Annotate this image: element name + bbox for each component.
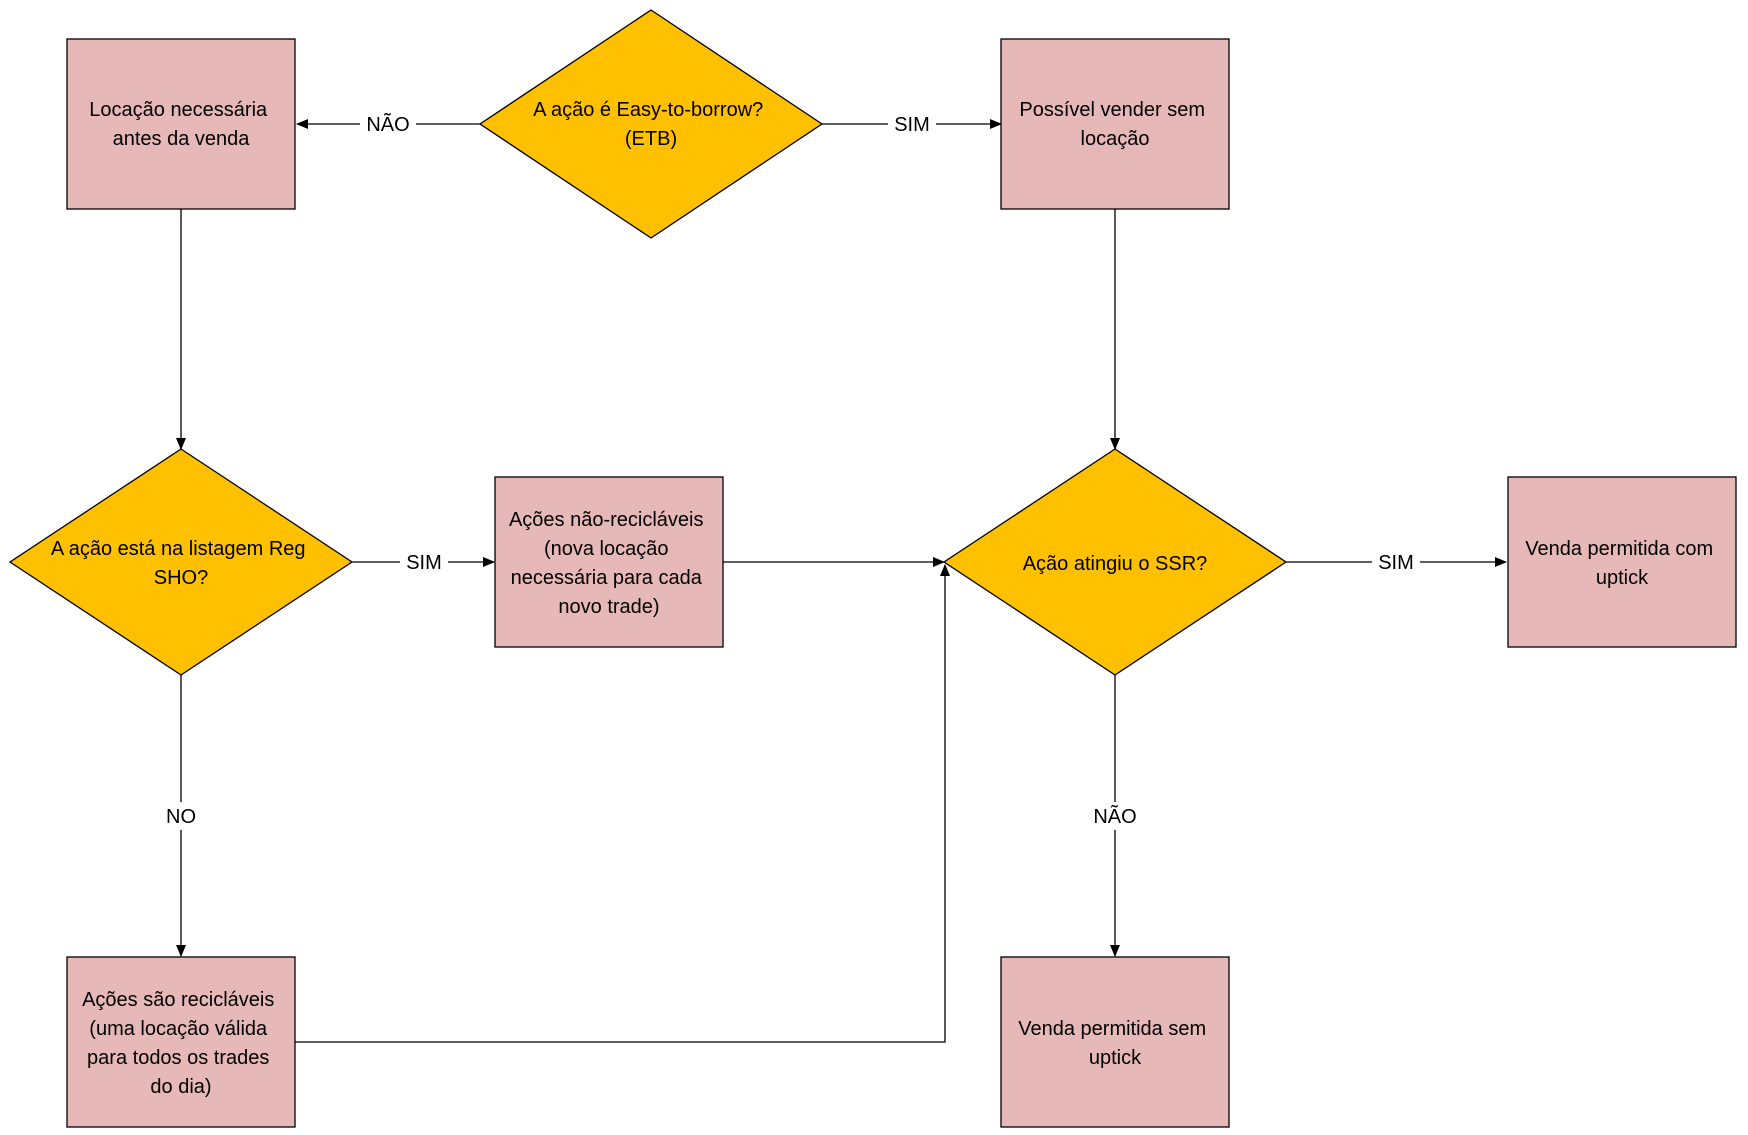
decision-ssr-text: Ação atingiu o SSR?: [1023, 553, 1208, 575]
process-locate-required-text: Locação necessária antes da venda: [89, 99, 272, 150]
process-sale-with-uptick-text: Venda permitida com uptick: [1525, 538, 1718, 589]
connectors: [176, 119, 1507, 1043]
decision-ssr: Ação atingiu o SSR?: [942, 448, 1288, 676]
process-recyclable-text: Ações são recicláveis (uma locação válid…: [82, 989, 280, 1098]
decision-regsho-text: A ação está na listagem Reg SHO?: [51, 538, 311, 589]
decision-etb: A ação é Easy-to-borrow? (ETB): [478, 9, 824, 239]
process-sale-without-uptick-text: Venda permitida sem uptick: [1018, 1018, 1211, 1069]
edge-labels: NÃO SIM SIM NO SIM NÃO: [160, 110, 1420, 830]
decision-etb-text: A ação é Easy-to-borrow? (ETB): [533, 99, 769, 150]
process-sell-without-locate-text: Possível vender sem locação: [1019, 99, 1210, 150]
label-regsho-no: NO: [166, 806, 196, 828]
process-sell-without-locate: Possível vender sem locação: [1000, 38, 1230, 210]
label-regsho-yes: SIM: [406, 552, 442, 574]
decision-regsho: A ação está na listagem Reg SHO?: [8, 448, 354, 676]
label-ssr-no: NÃO: [1093, 804, 1136, 828]
edge-recyclable-to-ssr: [295, 564, 950, 1043]
label-etb-no: NÃO: [366, 112, 409, 136]
process-sale-with-uptick: Venda permitida com uptick: [1507, 476, 1737, 648]
label-ssr-yes: SIM: [1378, 552, 1414, 574]
process-non-recyclable: Ações não-recicláveis (nova locação nece…: [494, 476, 724, 648]
process-recyclable: Ações são recicláveis (uma locação válid…: [66, 956, 296, 1128]
process-non-recyclable-text: Ações não-recicláveis (nova locação nece…: [509, 509, 709, 618]
nodes: A ação é Easy-to-borrow? (ETB) Locação n…: [8, 9, 1737, 1128]
process-sale-without-uptick: Venda permitida sem uptick: [1000, 956, 1230, 1128]
label-etb-yes: SIM: [894, 114, 930, 136]
process-locate-required: Locação necessária antes da venda: [66, 38, 296, 210]
